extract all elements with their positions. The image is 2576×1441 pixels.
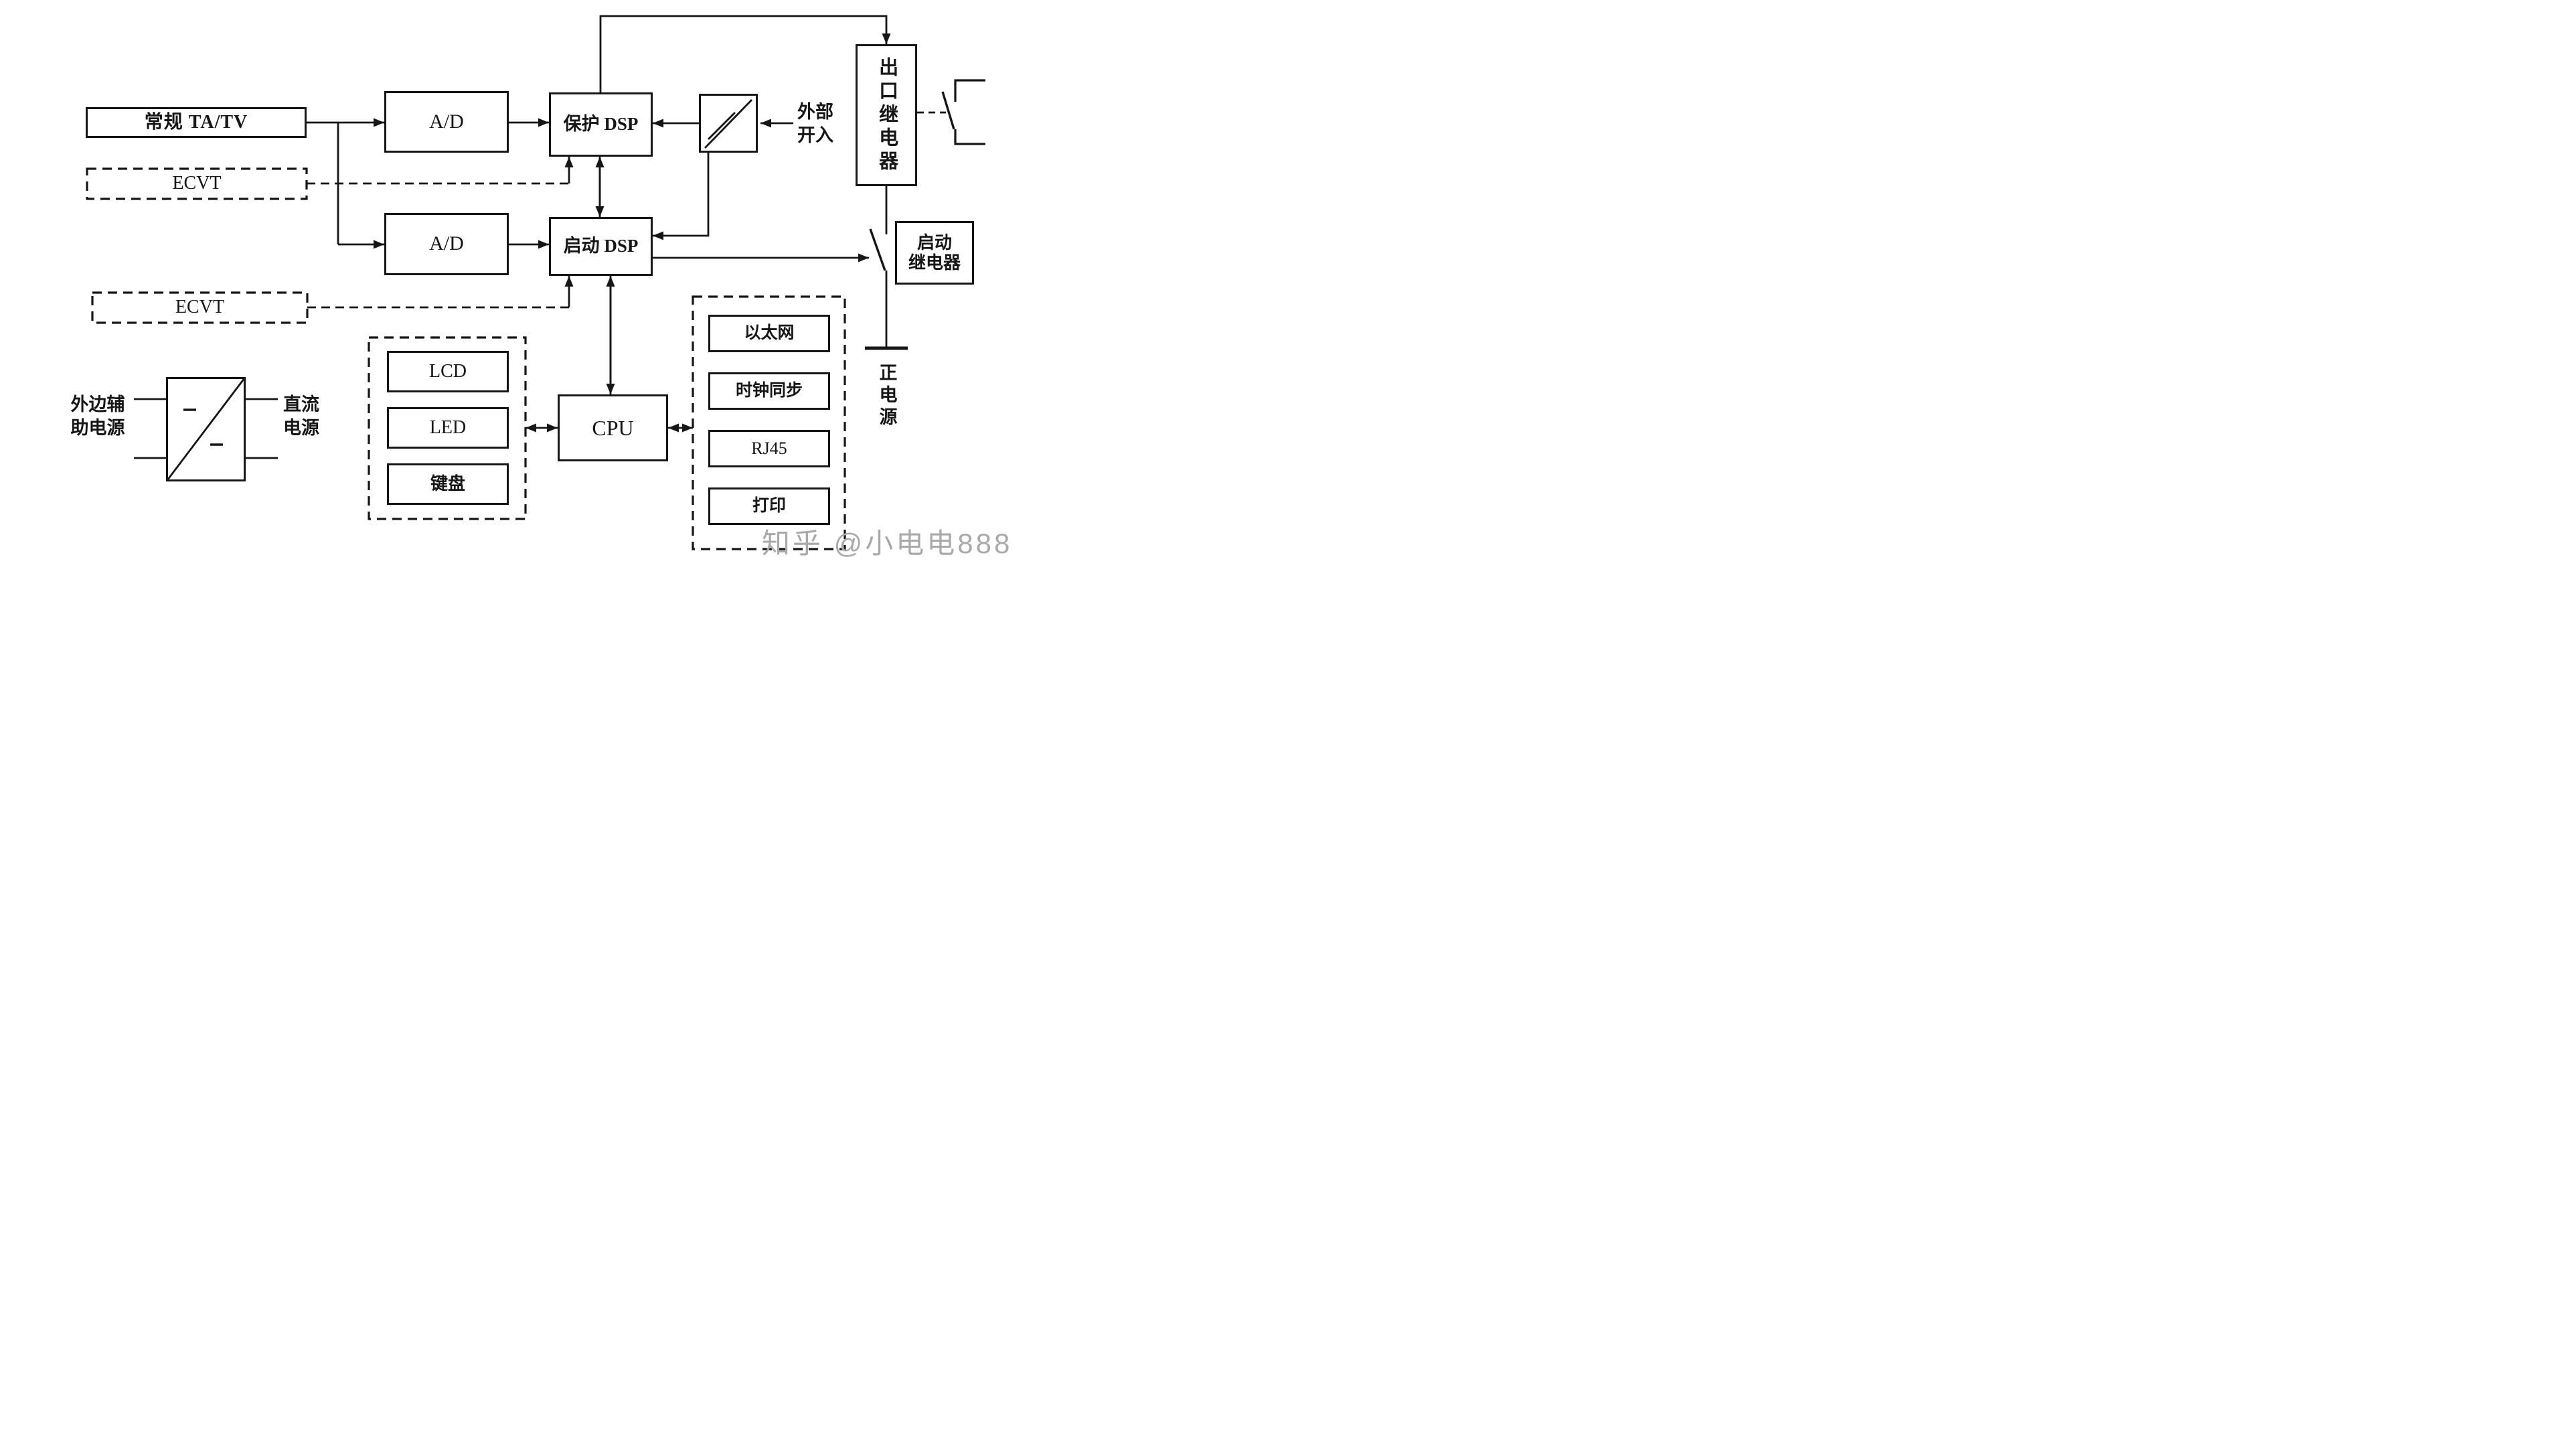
block-output-relay: 出口继电器	[856, 44, 917, 186]
block-startup-dsp: 启动 DSP	[549, 217, 653, 276]
block-keyboard: 键盘	[387, 463, 509, 505]
block-cpu: CPU	[558, 394, 668, 461]
block-label: 时钟同步	[735, 381, 803, 400]
block-label: 出口继电器	[876, 56, 898, 174]
label-line: 助电源	[70, 418, 125, 438]
output-contact-top-terminal	[954, 79, 985, 102]
block-diagram-canvas: 常规 TA/TV ECVT A/D 保护 DSP 外部 开入 出口继电器 A/D…	[0, 0, 1031, 577]
block-label: 打印	[752, 496, 786, 515]
block-label: 常规 TA/TV	[144, 111, 248, 133]
output-contact-bottom-terminal	[954, 129, 985, 145]
block-label: LCD	[429, 360, 467, 382]
label-line: 外边辅	[70, 394, 125, 414]
block-label: RJ45	[751, 439, 787, 459]
label-aux-power: 外边辅 助电源	[62, 386, 134, 447]
block-label: CPU	[592, 415, 634, 440]
comm-dashed-container	[692, 295, 846, 550]
label-line: 直流	[283, 394, 319, 414]
block-startup-relay: 启动 继电器	[895, 221, 974, 285]
block-label: 以太网	[744, 323, 795, 342]
label-external-input: 外部 开入	[787, 98, 843, 150]
block-label: 保护 DSP	[563, 114, 639, 135]
block-rj45: RJ45	[708, 430, 830, 467]
label-line: 开入	[797, 125, 833, 145]
zhihu-watermark: 知乎 @小电电888	[762, 521, 1012, 562]
block-label: 键盘	[430, 474, 465, 494]
label-text: 正电源	[876, 362, 897, 429]
wire-protection-dsp-to-output-relay	[599, 15, 891, 92]
startup-contact-arm	[869, 228, 886, 271]
label-dc-power: 直流 电源	[273, 386, 329, 447]
block-lcd: LCD	[387, 351, 509, 392]
block-ecvt-lower: ECVT	[92, 293, 307, 323]
block-label-line: 继电器	[908, 252, 961, 273]
wire-opto-to-startup-dsp	[653, 153, 710, 240]
block-label: A/D	[429, 110, 464, 133]
output-contact-arm	[941, 91, 955, 130]
block-label: A/D	[429, 232, 464, 255]
block-label: ECVT	[172, 173, 222, 194]
block-ad-upper: A/D	[384, 91, 509, 153]
label-line: 外部	[797, 101, 833, 122]
optocoupler-slash-main	[704, 99, 753, 149]
block-ad-lower: A/D	[384, 213, 509, 275]
block-label-line: 启动	[916, 232, 952, 252]
optocoupler-slash-short	[708, 112, 736, 140]
label-line: 电源	[283, 418, 319, 438]
block-ecvt-upper: ECVT	[87, 169, 307, 199]
connector-layer	[86, 15, 985, 550]
power-box-diagonal	[166, 378, 246, 481]
label-positive-supply: 正电源	[869, 354, 904, 438]
block-conventional-ta-tv: 常规 TA/TV	[86, 107, 307, 138]
block-ethernet: 以太网	[708, 315, 830, 352]
watermark-text: 知乎 @小电电888	[762, 528, 1013, 559]
block-protection-dsp: 保护 DSP	[549, 92, 653, 157]
aux-power-converter-box	[166, 377, 246, 481]
block-label: ECVT	[175, 297, 225, 318]
optocoupler-box	[699, 94, 758, 153]
block-label: LED	[429, 416, 467, 438]
block-led: LED	[387, 407, 509, 449]
block-print: 打印	[708, 487, 830, 525]
block-clock-sync: 时钟同步	[708, 372, 830, 410]
block-label: 启动 DSP	[563, 236, 639, 256]
